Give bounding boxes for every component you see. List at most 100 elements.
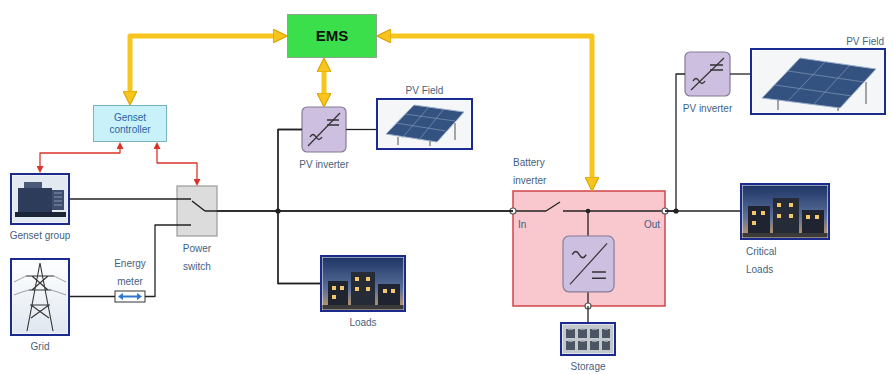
dc-bars <box>327 120 339 125</box>
inverter-symbol <box>685 52 730 96</box>
signal-wire <box>40 149 120 166</box>
dc-bars <box>710 65 723 70</box>
junction-dot <box>586 209 591 214</box>
grid-box: Grid <box>10 258 70 336</box>
inverter-diagonal <box>691 58 724 90</box>
port-label: In <box>518 219 526 230</box>
critical-loads-box: Critical Loads <box>740 183 830 240</box>
port-label: Out <box>644 219 660 230</box>
building <box>378 284 400 306</box>
text-holder: PV inverter <box>299 154 348 172</box>
pv-field-box: PV Field <box>376 98 473 150</box>
node-label: EMS <box>316 27 349 45</box>
control-link <box>322 72 327 93</box>
building <box>802 210 824 234</box>
building <box>773 198 799 234</box>
text-holder: Storage <box>570 356 605 374</box>
energy-meter-drawing <box>115 291 145 302</box>
power-wire <box>730 73 750 74</box>
text-holder: Out <box>644 214 660 232</box>
grid-picture <box>13 261 68 334</box>
loads-picture <box>323 258 404 310</box>
inverter-block: PV inverter <box>685 52 730 96</box>
power-wire <box>346 129 376 130</box>
picture-ground <box>563 325 614 354</box>
text-holder: In <box>518 214 526 232</box>
genset-box: Genset group <box>10 173 70 225</box>
building <box>748 206 770 234</box>
picture-ground <box>13 261 68 334</box>
ac-wave <box>310 135 322 140</box>
power-wire <box>217 211 320 284</box>
pv-field-picture <box>753 51 884 113</box>
text-holder: Power switch <box>175 238 219 274</box>
text-holder: EMS <box>288 15 376 57</box>
signal-wire <box>157 149 197 179</box>
node-label: PV Field <box>406 85 444 96</box>
text-holder: Critical Loads <box>746 241 796 277</box>
inverter-diagonal <box>308 113 340 146</box>
radiator <box>52 190 64 210</box>
lit-windows <box>332 277 395 299</box>
power-switch: Power switch <box>177 186 217 236</box>
text-holder: Loads <box>349 312 376 330</box>
text-holder: PV Field <box>846 31 884 49</box>
inverter-block: PV inverter <box>302 107 346 152</box>
solar-panel <box>386 105 464 142</box>
node-label: Critical Loads <box>746 246 777 275</box>
inverter-diagonal <box>570 243 607 284</box>
ems-box: EMS <box>287 14 377 58</box>
panel-grid <box>775 62 864 104</box>
panel-legs <box>398 123 455 146</box>
power-wire <box>70 296 115 297</box>
power-wire <box>278 130 513 212</box>
pylon <box>26 263 54 331</box>
picture-ground <box>743 186 828 238</box>
genset-picture <box>13 176 68 223</box>
battery-inverter: Battery inverterInOut <box>513 191 665 306</box>
meter-arrowheads <box>118 293 142 300</box>
text-holder: Battery inverter <box>513 152 573 188</box>
text-holder: Grid <box>31 336 50 354</box>
power-wire <box>278 130 320 284</box>
ac-wave <box>693 79 705 84</box>
battery-cells <box>566 329 610 350</box>
loads-box: Loads <box>320 255 406 312</box>
solar-panel <box>762 58 876 108</box>
picture-ground <box>13 176 68 223</box>
battery-inverter-body <box>513 191 665 306</box>
node-label: Power switch <box>183 243 211 272</box>
text-holder: Genset group <box>10 225 71 243</box>
inverter-body <box>685 52 730 96</box>
node-label: PV Field <box>846 36 884 47</box>
inverter-body <box>563 236 614 292</box>
power-cable <box>14 276 66 295</box>
node-label: PV inverter <box>683 103 732 114</box>
inverter-symbol <box>563 236 614 292</box>
node-label: Energy meter <box>114 258 146 287</box>
power-switch-drawing <box>177 186 217 236</box>
text-holder: PV inverter <box>683 98 732 116</box>
node-label: Storage <box>570 361 605 372</box>
energy-meter: Energy meter <box>115 291 145 302</box>
panel-grid <box>396 108 455 140</box>
building <box>351 272 375 306</box>
dc-bars <box>592 272 606 278</box>
pv-field-box: PV Field <box>750 48 886 115</box>
node-label: Genset group <box>10 230 71 241</box>
inverter-symbol <box>302 107 346 152</box>
meter-arrow <box>122 296 138 298</box>
text-holder: Genset controller <box>94 106 166 141</box>
bypass-switch <box>546 202 560 211</box>
text-holder: Energy meter <box>108 253 152 289</box>
picture-ground <box>753 51 884 113</box>
street <box>743 233 828 238</box>
node-label: Battery inverter <box>513 157 546 186</box>
picture-ground <box>323 258 404 310</box>
radiator-grille <box>54 193 62 205</box>
critical-loads-picture <box>743 186 828 238</box>
engine-body <box>18 188 52 212</box>
